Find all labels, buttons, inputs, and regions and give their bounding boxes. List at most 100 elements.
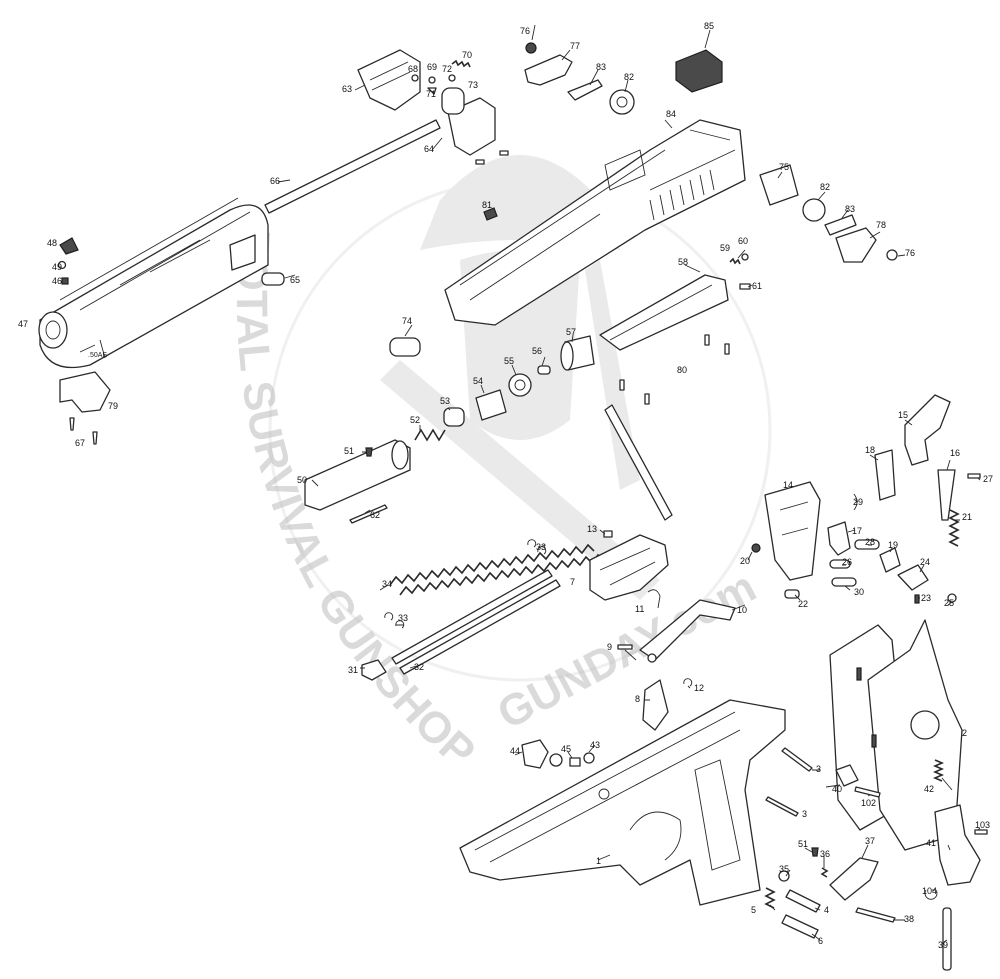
part-85 — [675, 49, 723, 93]
screw-80b — [724, 343, 730, 355]
callout-103: 103 — [975, 820, 990, 830]
callout-35: 35 — [779, 864, 789, 874]
callout-80: 80 — [677, 365, 687, 375]
part-83b — [824, 214, 857, 236]
callout-2: 2 — [962, 728, 967, 738]
barrel-caliber-engraving: .50AE — [88, 352, 107, 359]
part-34b — [399, 553, 605, 596]
part-15 — [904, 394, 951, 466]
part-18 — [874, 449, 896, 501]
callout-49: 49 — [52, 262, 62, 272]
part-49 — [57, 260, 67, 270]
part-46 — [61, 277, 69, 285]
callout-61: 61 — [752, 281, 762, 291]
callout-29: 29 — [853, 497, 863, 507]
callout-75: 75 — [779, 162, 789, 172]
part-9 — [617, 644, 633, 650]
screw-64a — [475, 159, 485, 165]
callout-5: 5 — [751, 905, 756, 915]
part-60 — [741, 253, 749, 261]
part-24 — [897, 564, 929, 591]
screw-80a — [704, 334, 710, 346]
screw-b — [644, 393, 650, 405]
part-8 — [642, 679, 669, 731]
part-33b — [527, 539, 547, 555]
part-82a — [609, 89, 635, 115]
callout-46: 46 — [52, 276, 62, 286]
part-50 — [304, 439, 411, 511]
callout-18: 18 — [865, 445, 875, 455]
part-56 — [537, 365, 551, 375]
callout-71: 71 — [426, 89, 436, 99]
callout-78: 78 — [876, 220, 886, 230]
callout-79: 79 — [108, 401, 118, 411]
callout-82b: 82 — [820, 182, 830, 192]
callout-102: 102 — [861, 798, 876, 808]
part-43 — [583, 752, 595, 764]
part-67b — [92, 431, 98, 445]
callout-50: 50 — [297, 475, 307, 485]
callout-72: 72 — [442, 64, 452, 74]
part-44-pin — [549, 753, 563, 767]
part-1 — [459, 699, 786, 906]
callout-33b: 33 — [536, 542, 546, 552]
part-17 — [827, 521, 851, 556]
callout-104: 104 — [922, 886, 937, 896]
part-55 — [508, 373, 532, 397]
callout-7: 7 — [570, 577, 575, 587]
callout-34: 34 — [382, 579, 392, 589]
callout-23: 23 — [921, 593, 931, 603]
callout-4: 4 — [824, 905, 829, 915]
part-37 — [829, 857, 879, 901]
callout-83b: 83 — [845, 204, 855, 214]
leader-lines — [277, 24, 981, 943]
part-69 — [428, 76, 436, 84]
part-16 — [937, 469, 956, 521]
callout-3b: 3 — [802, 809, 807, 819]
part-59 — [729, 257, 741, 265]
part-67a — [69, 417, 75, 431]
part-13 — [603, 530, 613, 538]
part-21 — [948, 509, 960, 547]
callout-15: 15 — [898, 410, 908, 420]
callout-64: 64 — [424, 144, 434, 154]
callout-83a: 83 — [596, 62, 606, 72]
callout-39: 39 — [938, 940, 948, 950]
part-65 — [261, 272, 285, 286]
callout-20: 20 — [740, 556, 750, 566]
part-3a — [781, 747, 813, 772]
barrel: .50AE — [38, 197, 269, 369]
callout-14: 14 — [783, 480, 793, 490]
callout-25: 25 — [944, 598, 954, 608]
callout-59: 59 — [720, 243, 730, 253]
callout-51b: 51 — [798, 839, 808, 849]
callout-9: 9 — [607, 642, 612, 652]
callout-19: 19 — [888, 540, 898, 550]
part-32b — [399, 579, 561, 675]
callout-8: 8 — [635, 694, 640, 704]
callout-73: 73 — [468, 80, 478, 90]
callout-31: 31 — [348, 665, 358, 675]
part-68 — [411, 74, 419, 82]
part-42 — [932, 759, 945, 782]
callout-55: 55 — [504, 356, 514, 366]
callout-54: 54 — [473, 376, 483, 386]
part-63 — [357, 49, 421, 111]
callout-16: 16 — [950, 448, 960, 458]
callout-67: 67 — [75, 438, 85, 448]
callout-56: 56 — [532, 346, 542, 356]
watermark-text-arc: TOTAL SURVIVAL GUNSHOP — [227, 229, 485, 777]
part-32a — [391, 569, 553, 665]
callout-36: 36 — [820, 849, 830, 859]
part-12 — [683, 678, 693, 687]
part-44 — [521, 739, 549, 769]
part-3b — [765, 796, 799, 817]
grip-screw-b — [871, 734, 877, 748]
callout-10: 10 — [737, 605, 747, 615]
grip-screw-a — [856, 667, 862, 681]
callout-37: 37 — [865, 836, 875, 846]
part-79 — [59, 371, 111, 413]
callout-60: 60 — [738, 236, 748, 246]
screw-64b — [499, 150, 509, 156]
